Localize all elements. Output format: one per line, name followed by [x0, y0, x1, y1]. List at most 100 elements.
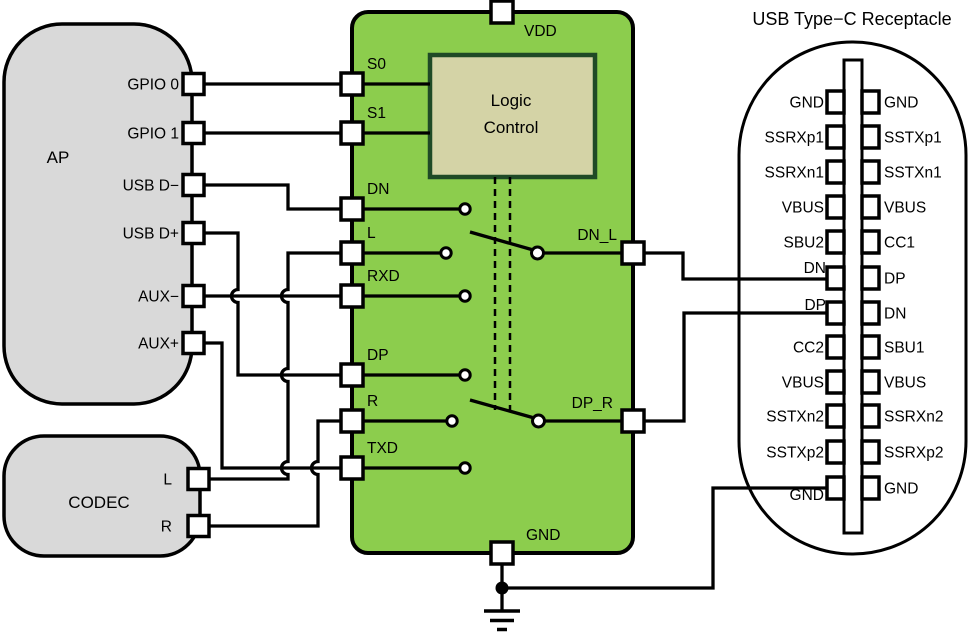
wire-dpr-to-dp — [644, 311, 827, 423]
rcpt-label-r7: DN — [884, 306, 906, 323]
rcpt-label-r5: CC1 — [884, 235, 915, 252]
receptacle-title: USB Type−C Receptacle — [752, 9, 951, 29]
codec-block-label: CODEC — [68, 493, 129, 512]
pin-rcpt-r4 — [860, 194, 881, 220]
codec-pin-label-l: L — [163, 472, 172, 489]
rcpt-label-r6: DP — [884, 271, 906, 288]
pin-rcpt-r5 — [860, 229, 881, 255]
contact-dp — [458, 368, 472, 382]
logic-control-box — [427, 52, 598, 180]
contact-txd — [458, 461, 472, 475]
contact-dn — [458, 202, 472, 216]
wire-auxp-txd — [204, 341, 341, 470]
pin-sw-txd — [339, 455, 365, 481]
pin-rcpt-l8 — [825, 334, 846, 360]
pin-boxes — [181, 0, 881, 566]
rcpt-label-l7: DP — [804, 297, 826, 314]
pin-rcpt-l7 — [825, 300, 846, 326]
pin-rcpt-r1 — [860, 89, 881, 115]
ap-block — [2, 22, 194, 406]
logic-control-label-line1: Logic — [491, 91, 532, 110]
rcpt-label-l12: GND — [790, 487, 824, 504]
pin-ap-gpio1 — [181, 120, 206, 146]
rcpt-label-r4: VBUS — [884, 200, 926, 217]
gnd-junction-dot — [495, 581, 509, 595]
pin-rcpt-r3 — [860, 159, 881, 185]
rcpt-label-r3: SSTXn1 — [884, 165, 942, 182]
rcpt-label-r1: GND — [884, 95, 918, 112]
mux-pin-label-dnl: DN_L — [577, 227, 617, 244]
rcpt-label-l1: GND — [790, 95, 824, 112]
type-c-connector-tongue — [842, 58, 864, 535]
switch-pole-dnl — [530, 245, 545, 261]
switch-arm-dp-r — [469, 398, 533, 420]
pin-ap-auxm — [181, 283, 206, 309]
mux-pin-label-txd: TXD — [367, 440, 398, 457]
pin-sw-r — [339, 408, 365, 434]
mux-pin-label-s0: S0 — [367, 56, 386, 73]
pin-ap-usbdm — [181, 172, 206, 198]
receptacle-left-labels: GND SSRXp1 SSRXn1 VBUS SBU2 DN DP CC2 VB… — [765, 95, 826, 505]
switch-pole-dpr — [531, 413, 546, 429]
pin-rcpt-r6 — [860, 265, 881, 291]
wire-gnd-to-receptacle — [502, 486, 827, 590]
pin-sw-gnd — [489, 540, 515, 566]
rcpt-label-r9: VBUS — [884, 375, 926, 392]
rcpt-label-l10: SSTXn2 — [766, 409, 824, 426]
pin-ap-usbdp — [181, 220, 206, 246]
pin-sw-s0 — [339, 71, 365, 97]
rcpt-label-r8: SBU1 — [884, 340, 925, 357]
wire-usbdm-dn — [204, 183, 341, 211]
pin-ap-auxp — [181, 330, 206, 356]
pin-rcpt-r10 — [860, 403, 881, 429]
pin-sw-vdd — [489, 0, 515, 25]
pin-sw-dp — [339, 362, 365, 388]
mux-pin-label-r: R — [367, 393, 378, 410]
pin-rcpt-l6 — [825, 265, 846, 291]
pin-rcpt-r9 — [860, 369, 881, 395]
pin-rcpt-l5 — [825, 229, 846, 255]
pin-rcpt-l2 — [825, 124, 846, 150]
pin-rcpt-l4 — [825, 194, 846, 220]
wire-codec-r — [209, 419, 341, 528]
pin-codec-l — [186, 466, 211, 492]
rcpt-label-l6: DN — [804, 260, 826, 277]
pin-rcpt-l10 — [825, 403, 846, 429]
wire-codec-l — [209, 251, 341, 481]
ap-block-label: AP — [47, 148, 70, 167]
pin-rcpt-r11 — [860, 439, 881, 465]
pin-rcpt-r12 — [860, 475, 881, 501]
rcpt-label-r2: SSTXp1 — [884, 130, 942, 147]
switch-arm-dn-l — [469, 230, 532, 252]
rcpt-label-r10: SSRXn2 — [884, 409, 943, 426]
rcpt-label-l3: SSRXn1 — [765, 165, 824, 182]
pin-codec-r — [186, 513, 211, 539]
rcpt-label-r11: SSRXp2 — [884, 445, 943, 462]
pin-rcpt-l11 — [825, 439, 846, 465]
codec-block — [2, 434, 202, 558]
rcpt-label-l5: SBU2 — [784, 235, 825, 252]
ap-pin-label-usbdm: USB D− — [123, 178, 179, 195]
mux-pin-label-dn: DN — [367, 181, 389, 198]
pin-rcpt-l12 — [825, 475, 846, 501]
rcpt-label-l4: VBUS — [782, 200, 824, 217]
ground-symbol — [484, 609, 520, 632]
receptacle-right-labels: GND SSTXp1 SSTXn1 VBUS CC1 DP DN SBU1 VB… — [884, 95, 943, 498]
ap-pin-label-gpio1: GPIO 1 — [127, 126, 179, 143]
wire-dnl-to-dn — [644, 251, 827, 281]
pin-sw-dn — [339, 196, 365, 222]
pin-rcpt-r8 — [860, 334, 881, 360]
contact-rxd — [458, 289, 472, 303]
mux-pin-label-dp: DP — [367, 347, 389, 364]
rcpt-label-l8: CC2 — [793, 340, 824, 357]
mux-pin-label-dpr: DP_R — [572, 395, 613, 412]
mux-pin-label-l: L — [367, 225, 376, 242]
mux-pin-label-s1: S1 — [367, 105, 386, 122]
pin-sw-l — [339, 240, 365, 266]
codec-pin-label-r: R — [161, 519, 172, 536]
pin-sw-s1 — [339, 120, 365, 146]
ap-pin-label-usbdp: USB D+ — [123, 226, 179, 243]
logic-control-label-line2: Control — [484, 118, 539, 137]
